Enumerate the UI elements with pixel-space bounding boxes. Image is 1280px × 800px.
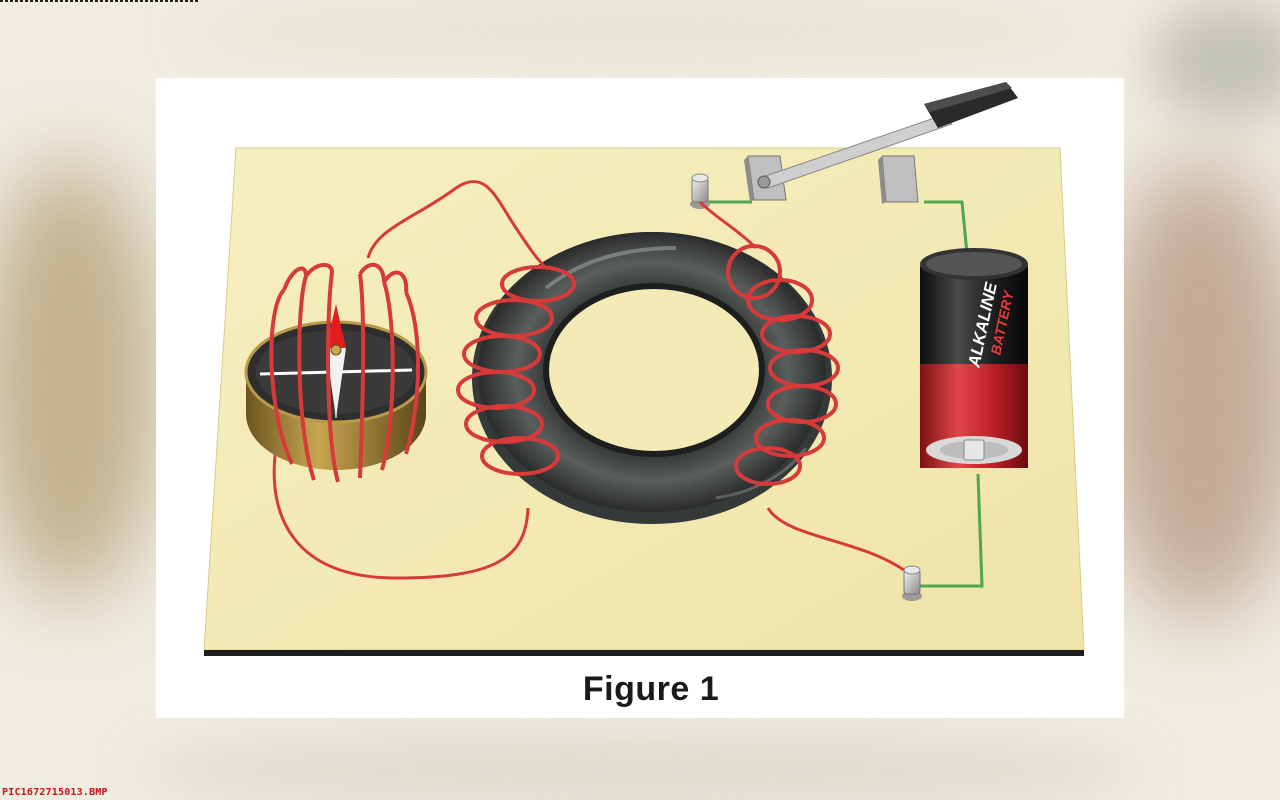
compass-icon	[244, 262, 428, 483]
circuit-diagram: ALKALINE BATTERY	[203, 82, 1085, 656]
figure-caption: Figure 1	[582, 670, 720, 708]
file-name-label: PIC1672715013.BMP	[2, 787, 108, 798]
switch-handle[interactable]	[924, 82, 1018, 128]
terminal-post-bottom[interactable]	[902, 565, 922, 601]
coil-wire	[272, 180, 905, 580]
figure-panel: ALKALINE BATTERY	[156, 78, 1124, 718]
knife-switch[interactable]	[744, 82, 1018, 204]
top-edge-artifact	[0, 0, 200, 2]
compass-coil	[269, 262, 420, 483]
compass-needle	[326, 304, 346, 418]
battery-icon: ALKALINE BATTERY	[920, 248, 1028, 468]
toroid-winding	[456, 244, 840, 486]
toroid-core	[472, 232, 832, 524]
circuit-wire	[708, 200, 984, 588]
